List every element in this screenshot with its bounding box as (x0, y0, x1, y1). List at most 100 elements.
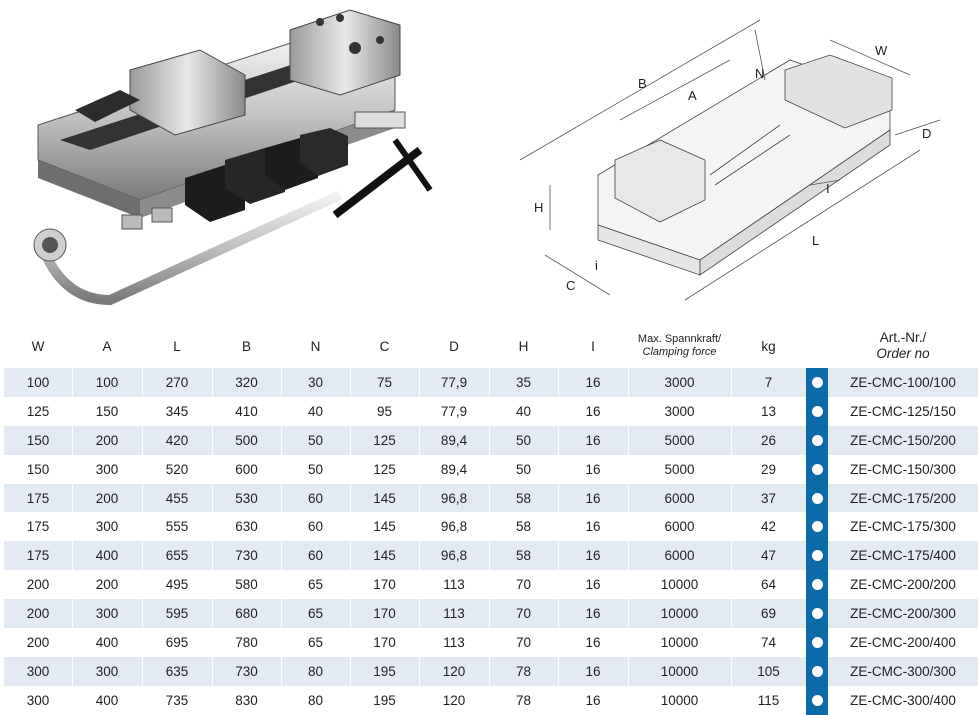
cell-h: 70 (515, 577, 532, 593)
cell-w: 125 (26, 403, 50, 419)
header-clamping-force: Max. Spannkraft/ Clamping force (628, 325, 731, 367)
cell-a: 200 (95, 577, 119, 593)
cell-force: 5000 (664, 432, 695, 448)
dim-label-i-upper: I (826, 181, 830, 196)
dot-icon (811, 550, 823, 562)
header-w: W (31, 338, 45, 354)
cell-w: 300 (26, 663, 50, 679)
cell-l: 695 (165, 634, 189, 650)
cell-c: 145 (373, 490, 396, 506)
cell-force: 6000 (664, 490, 695, 506)
dot-icon (811, 434, 823, 446)
cell-order: ZE-CMC-200/400 (850, 634, 956, 650)
cell-d: 113 (443, 634, 465, 650)
dot-icon (811, 636, 823, 648)
dot-icon (811, 694, 823, 706)
cell-kg: 69 (760, 606, 777, 622)
dim-label-w: W (875, 43, 888, 58)
cell-h: 50 (515, 432, 532, 448)
cell-i: 16 (585, 692, 601, 708)
header-c: C (379, 338, 390, 354)
header-b: B (241, 338, 251, 354)
dim-label-l: L (812, 233, 819, 248)
cell-a: 300 (95, 606, 119, 622)
cell-force: 10000 (660, 692, 699, 708)
cell-a: 300 (95, 461, 119, 477)
cell-c: 195 (373, 692, 396, 708)
cell-c: 195 (373, 663, 396, 679)
cell-l: 420 (165, 432, 189, 448)
cell-n: 65 (307, 634, 324, 650)
dot-icon (811, 521, 823, 533)
cell-w: 175 (26, 519, 50, 535)
cell-kg: 47 (760, 548, 777, 564)
dimension-drawing: B A N W D H C L I i (500, 0, 978, 325)
availability-marker (806, 425, 828, 455)
cell-i: 16 (585, 548, 601, 564)
cell-order: ZE-CMC-150/200 (850, 432, 956, 448)
availability-marker (806, 454, 828, 484)
cell-i: 16 (585, 663, 601, 679)
cell-n: 50 (307, 432, 324, 448)
cell-w: 100 (26, 374, 50, 390)
cell-force: 6000 (664, 548, 695, 564)
header-i: I (591, 338, 595, 354)
cell-b: 630 (235, 519, 258, 535)
cell-c: 125 (373, 461, 396, 477)
availability-marker (806, 599, 828, 629)
dot-icon (811, 579, 823, 591)
cell-h: 58 (515, 519, 532, 535)
cell-w: 200 (26, 634, 50, 650)
header-a: A (102, 338, 112, 354)
cell-b: 780 (235, 634, 258, 650)
cell-n: 50 (307, 461, 324, 477)
cell-l: 270 (165, 374, 189, 390)
cell-force: 10000 (660, 606, 699, 622)
cell-h: 70 (515, 634, 532, 650)
cell-h: 50 (515, 461, 532, 477)
header-force-de: Max. Spannkraft/ (637, 333, 722, 345)
cell-i: 16 (585, 577, 601, 593)
cell-kg: 7 (764, 374, 773, 390)
cell-force: 5000 (664, 461, 695, 477)
cell-i: 16 (585, 634, 601, 650)
header-d: D (449, 338, 459, 354)
cell-h: 78 (515, 692, 532, 708)
cell-l: 555 (165, 519, 189, 535)
cell-i: 16 (585, 432, 601, 448)
cell-h: 40 (515, 403, 532, 419)
cell-h: 35 (515, 374, 532, 390)
availability-marker (806, 685, 828, 715)
cell-b: 730 (235, 663, 258, 679)
cell-d: 96,8 (440, 519, 468, 535)
cell-i: 16 (585, 374, 601, 390)
cell-order: ZE-CMC-150/300 (850, 461, 956, 477)
cell-n: 30 (307, 374, 324, 390)
cell-kg: 37 (760, 490, 777, 506)
cell-n: 60 (307, 490, 324, 506)
cell-h: 58 (515, 490, 532, 506)
cell-order: ZE-CMC-300/400 (850, 692, 956, 708)
cell-l: 655 (165, 548, 189, 564)
dim-label-h: H (534, 200, 543, 215)
cell-force: 3000 (664, 403, 695, 419)
cell-order: ZE-CMC-200/300 (850, 606, 956, 622)
availability-marker (806, 512, 828, 542)
cell-kg: 42 (760, 519, 777, 535)
cell-l: 345 (165, 403, 189, 419)
cell-a: 200 (95, 432, 119, 448)
dim-label-c: C (566, 278, 575, 293)
cell-h: 70 (515, 606, 532, 622)
cell-c: 145 (373, 519, 396, 535)
cell-n: 80 (307, 692, 324, 708)
cell-b: 530 (235, 490, 258, 506)
cell-l: 635 (165, 663, 189, 679)
cell-l: 735 (165, 692, 189, 708)
cell-force: 10000 (660, 577, 699, 593)
dot-icon (811, 492, 823, 504)
cell-n: 60 (307, 519, 324, 535)
